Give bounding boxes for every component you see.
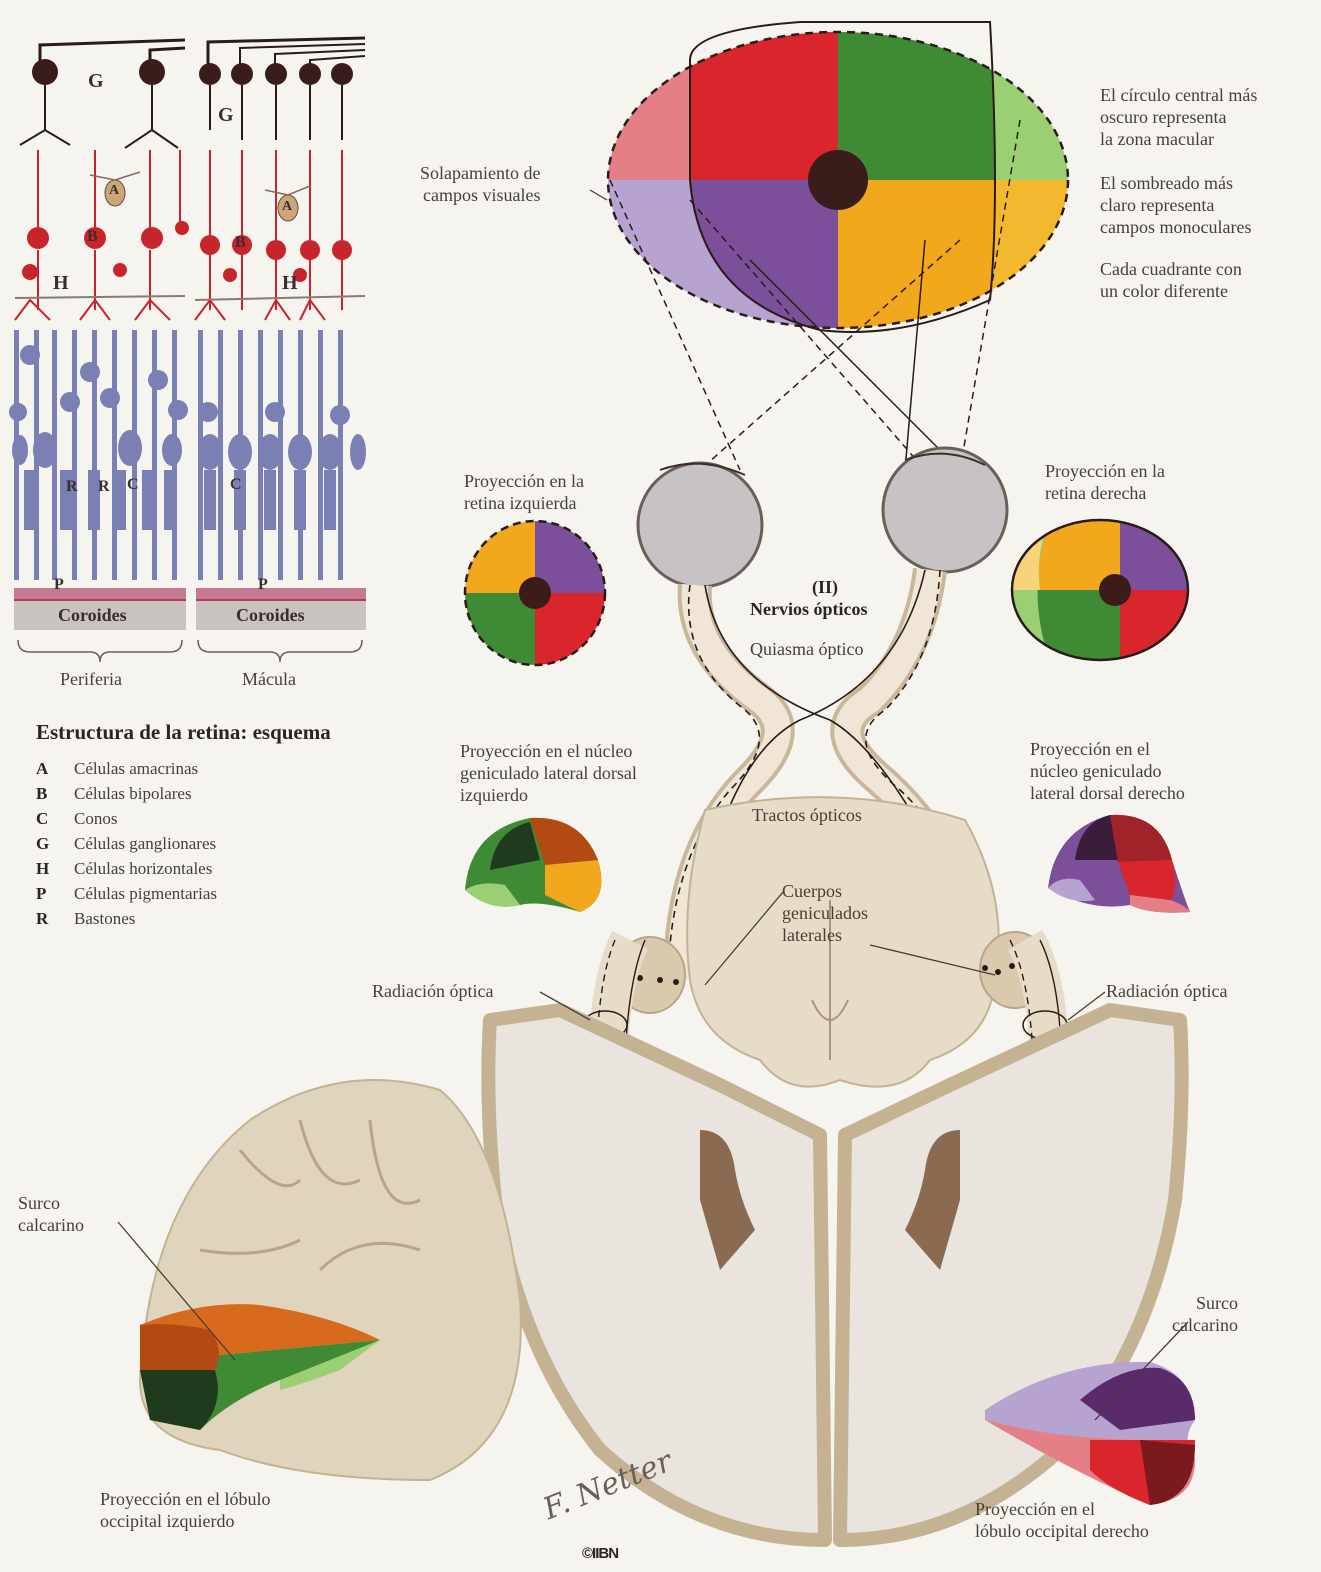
right-retina-projection (1010, 520, 1200, 662)
right-retina-projection-label: Proyección en la retina derecha (1045, 460, 1165, 504)
right-optic-radiation-label: Radiación óptica (1106, 980, 1227, 1002)
label-rod-1: R (66, 478, 78, 496)
label-ganglion-macula: G (218, 104, 234, 127)
legend-key: G (36, 831, 74, 856)
left-eye (638, 463, 762, 600)
lateral-geniculate-label: Cuerpos geniculados laterales (782, 880, 868, 946)
label-horizontal-macula: H (282, 272, 298, 295)
left-lgn-projection-label: Proyección en el núcleo geniculado later… (460, 740, 637, 806)
legend-key: H (36, 856, 74, 881)
macular-zone-note: El círculo central más oscuro representa… (1100, 84, 1257, 150)
legend-text: Conos (74, 806, 117, 831)
retina-structure-title: Estructura de la retina: esquema (36, 720, 331, 745)
quadrant-colors-note: Cada cuadrante con un color diferente (1100, 258, 1242, 302)
retina-schematic (9, 38, 366, 662)
publisher-logo: ©IIBN (582, 1545, 618, 1562)
legend-key: C (36, 806, 74, 831)
label-cone-periphery: C (127, 476, 139, 494)
right-occipital-projection-label: Proyección en el lóbulo occipital derech… (975, 1498, 1149, 1542)
choroid-label-macula: Coroides (236, 605, 305, 626)
right-eye (883, 448, 1007, 572)
label-horizontal-periphery: H (53, 272, 69, 295)
right-calcarine-sulcus-label: Surco calcarino (1172, 1292, 1238, 1336)
macula-label: Mácula (242, 668, 296, 690)
legend-text: Células pigmentarias (74, 881, 217, 906)
label-ganglion-periphery: G (88, 70, 104, 93)
label-bipolar-macula: B (235, 234, 246, 252)
left-optic-radiation-label: Radiación óptica (372, 980, 493, 1002)
label-bipolar-periphery: B (87, 228, 98, 246)
left-calcarine-sulcus-label: Surco calcarino (18, 1192, 84, 1236)
left-occipital-projection-label: Proyección en el lóbulo occipital izquie… (100, 1488, 270, 1532)
right-lgn-projection (1048, 815, 1190, 913)
label-pigment-macula: P (258, 576, 268, 594)
label-rod-2: R (98, 478, 110, 496)
legend-text: Bastones (74, 906, 135, 931)
label-amacrine-periphery: A (109, 183, 119, 199)
legend-key: R (36, 906, 74, 931)
legend-key: A (36, 756, 74, 781)
legend-text: Células ganglionares (74, 831, 216, 856)
label-pigment-periphery: P (54, 576, 64, 594)
right-lgn-projection-label: Proyección en el núcleo geniculado later… (1030, 738, 1185, 804)
monocular-fields-note: El sombreado más claro representa campos… (1100, 172, 1251, 238)
optic-tracts-label: Tractos ópticos (752, 804, 862, 826)
optic-chiasm-label: Quiasma óptico (750, 638, 863, 660)
left-occipital-lobe (140, 1080, 521, 1480)
left-retina-projection (460, 520, 614, 668)
label-amacrine-macula: A (282, 199, 292, 215)
legend-text: Células bipolares (74, 781, 192, 806)
periphery-label: Periferia (60, 668, 122, 690)
left-lgn-projection (465, 818, 601, 912)
legend-text: Células horizontales (74, 856, 212, 881)
optic-nerves-label: Nervios ópticos (750, 598, 867, 620)
label-cone-macula: C (230, 476, 242, 494)
visual-field-diagram (600, 20, 1078, 470)
legend-text: Células amacrinas (74, 756, 198, 781)
cranial-nerve-number: (II) (812, 576, 838, 598)
left-retina-projection-label: Proyección en la retina izquierda (464, 470, 584, 514)
choroid-label-periphery: Coroides (58, 605, 127, 626)
legend-key: P (36, 881, 74, 906)
overlap-label: Solapamiento de campos visuales (420, 162, 540, 206)
legend-key: B (36, 781, 74, 806)
